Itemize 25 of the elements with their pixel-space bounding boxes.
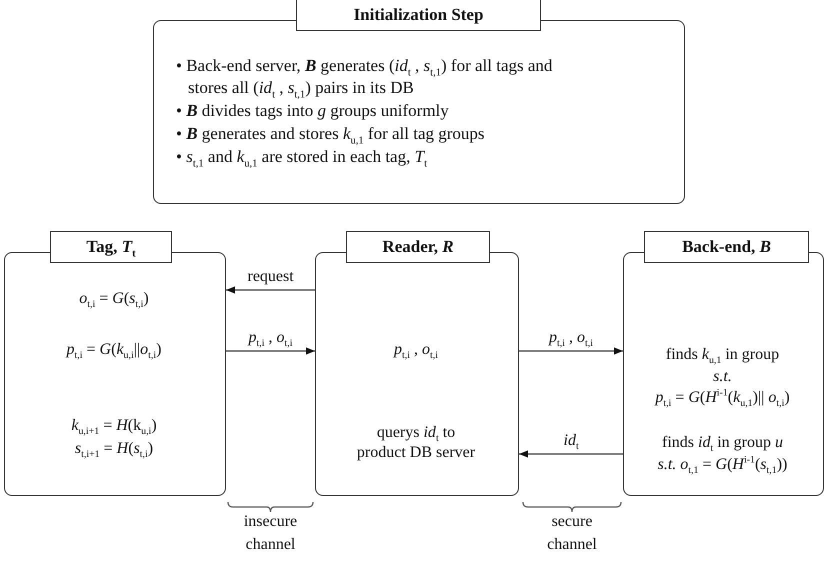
arrow: [519, 347, 623, 355]
heading-label: Tag, T$_{t}$: [50, 231, 172, 263]
formula-text: o$_{t,i}$ = G(s$_{t,i}$): [78, 290, 150, 308]
bullet-text: • B generates and stores k$_{u,1}$ for all tag groups: [176, 123, 486, 146]
formula-text: s.t.: [712, 368, 733, 386]
formula-text: p$_{t,i}$ = G(k$_{u,i}$||o$_{t,i}$): [64, 341, 162, 359]
arrow: [226, 286, 315, 294]
formula-text: p$_{t,i}$ , o$_{t,i}$: [392, 341, 439, 359]
heading-label: Reader, R: [346, 231, 490, 263]
formula-text: p$_{t,i}$ = G(H$^{i-1}$(k$_{u,1}$)|| o$_{t,i}$): [654, 389, 791, 407]
edge-label: id$_{t}$: [562, 432, 581, 450]
bullet-text: • s$_{t,1}$ and k$_{u,1}$ are stored in each tag, T$_{t}$: [176, 146, 428, 168]
heading-label: Initialization Step: [296, 0, 541, 31]
formula-text: s.t. o$_{t,1}$ = G(H$^{i-1}$(s$_{t,1}$)): [656, 456, 788, 474]
formula-text: querys id$_{t}$ to product DB server: [356, 423, 476, 463]
bullet-text: • B divides tags into g groups uniformly: [176, 100, 450, 122]
heading-label: Back-end, B: [644, 231, 809, 263]
channel-label: secure channel: [546, 512, 598, 556]
arrow: [519, 450, 623, 458]
arrow: [226, 347, 315, 355]
channel-label: insecure channel: [242, 512, 298, 556]
formula-text: k$_{u,i+1}$ = H(k$_{u,i}$): [70, 417, 158, 435]
formula-text: s$_{t,i+1}$ = H(s$_{t,i}$): [74, 440, 154, 458]
formula-text: finds id$_{t}$ in group u: [661, 434, 784, 452]
formula-text: finds k$_{u,1}$ in group: [664, 346, 780, 364]
